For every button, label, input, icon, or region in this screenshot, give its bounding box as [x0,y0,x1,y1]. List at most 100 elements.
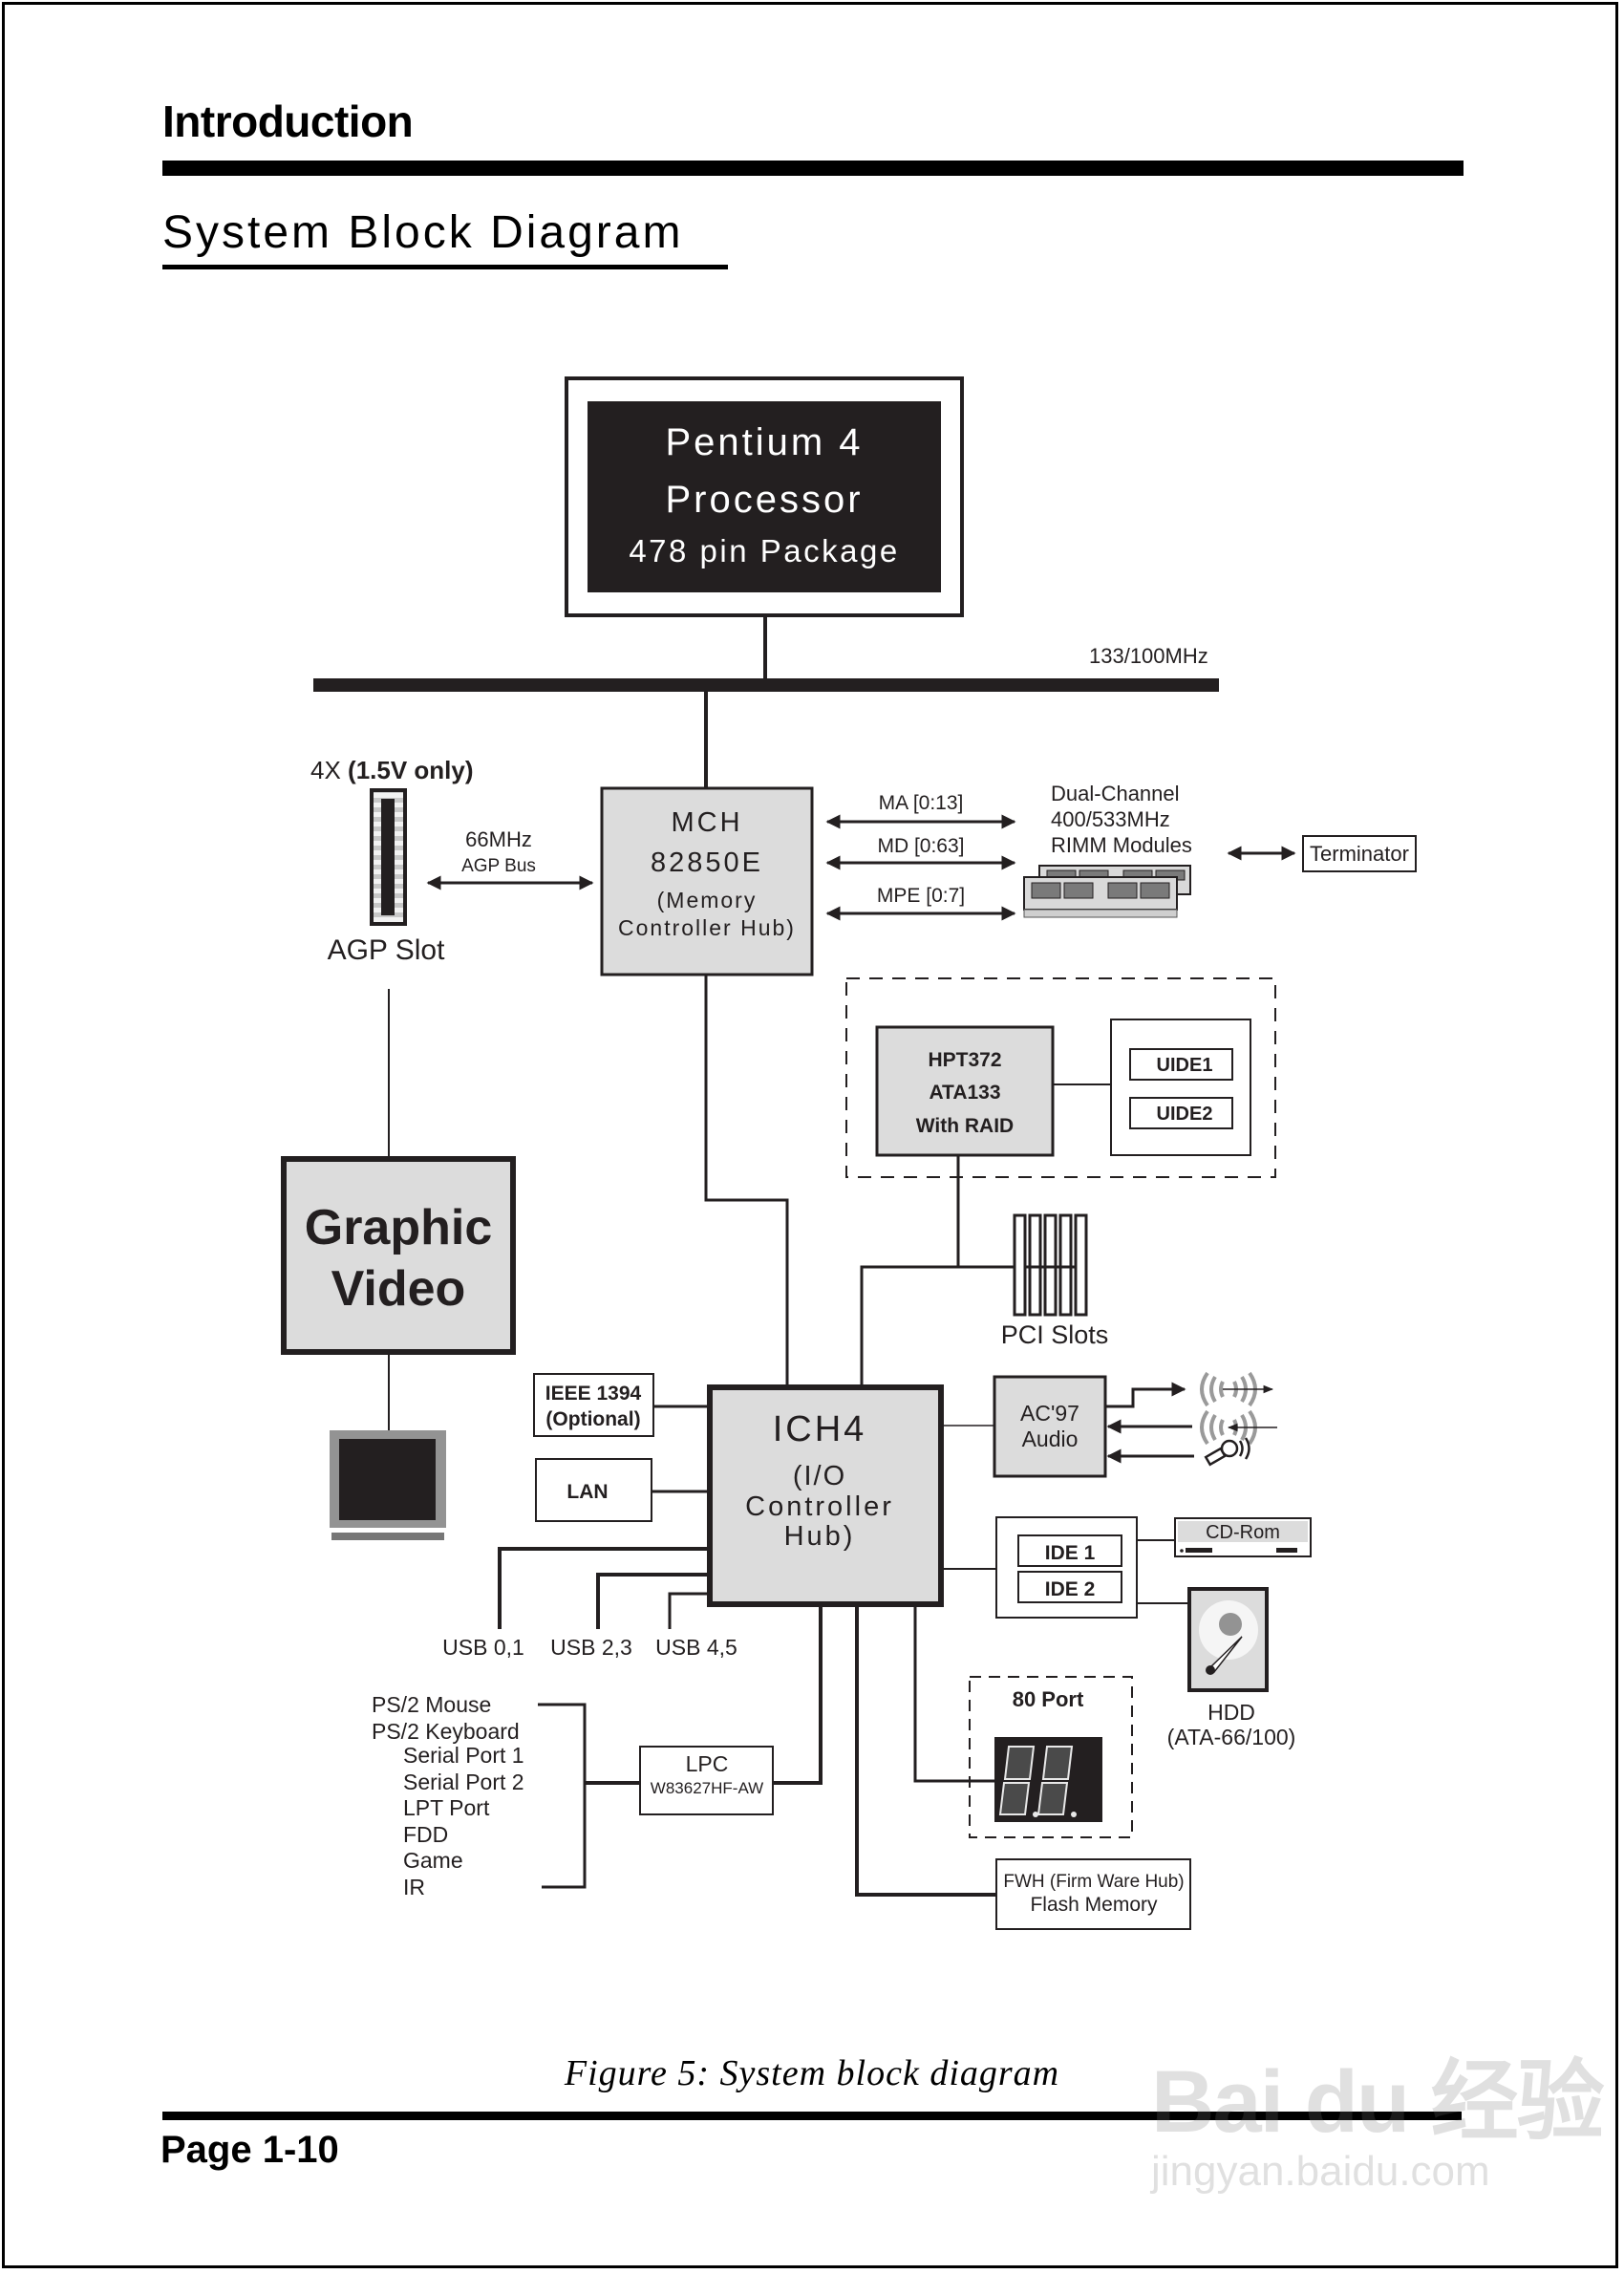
fsb-speed-label: 133/100MHz [1089,644,1208,668]
lan-block [535,1458,652,1522]
rimm-label-2: 400/533MHz [1051,807,1170,831]
legacy-io-item: PS/2 Keyboard [372,1719,520,1744]
figure-caption: Figure 5: System block diagram [564,2053,1060,2093]
mch-block: MCH 82850E (Memory Controller Hub) [600,786,814,976]
memory-buses: MA [0:13] MD [0:63] MPE [0:7] [825,792,1016,921]
usb-label: USB 2,3 [550,1635,632,1660]
ich4-desc-1: (I/O [793,1461,846,1491]
page-number: Page 1-10 [160,2129,339,2171]
watermark-url: jingyan.baidu.com [1151,2148,1490,2195]
legacy-io-item: Serial Port 2 [403,1770,524,1794]
memory-bus-label: MD [0:63] [877,835,964,857]
monitor-icon [330,1430,446,1540]
cdrom-icon [1174,1517,1312,1557]
audio-label-2: Audio [1022,1427,1079,1451]
rimm-modules-icon [1023,865,1191,918]
fwh-block [995,1858,1191,1930]
hdd-label: HDD [1207,1700,1255,1725]
lan-label: LAN [566,1481,608,1503]
terminator-label: Terminator [1310,842,1409,866]
agp-slot-label: AGP Slot [328,934,446,966]
line-out-arrow [1105,1382,1186,1408]
lpc-ich-link [773,1605,823,1785]
raid-optional-group [845,977,1276,1178]
memory-bus-label: MA [0:13] [879,792,964,814]
legacy-io-item: LPT Port [403,1795,490,1820]
uide1-connector [1129,1048,1233,1081]
agp-slot-icon [370,788,407,926]
legacy-io-item: IR [403,1875,425,1899]
ich4-block: ICH4 (I/O Controller Hub) [707,1384,944,1607]
rimm-label-3: RIMM Modules [1051,833,1192,857]
ieee1394-block [533,1373,654,1437]
mch-title: MCH [671,807,742,838]
uide2-label: UIDE2 [1157,1104,1213,1125]
mch-ich-link [704,975,789,1385]
uide1-label: UIDE1 [1157,1055,1213,1076]
cpu-block: Pentium 4 Processor 478 pin Package [565,376,964,617]
graphic-video-block: Graphic Video [281,1156,516,1355]
mch-model: 82850E [651,847,763,878]
pci-slots-label: PCI Slots [1001,1320,1109,1349]
hdd-spec: (ATA-66/100) [1167,1725,1296,1749]
section-title: System Block Diagram [162,207,684,258]
section-title-underline [162,265,728,269]
lpc-chip: W83627HF-AW [651,1779,763,1797]
uide-connector-group [1110,1019,1251,1156]
front-side-bus [313,678,1219,692]
footer-rule [162,2112,1462,2120]
hdd-icon [1187,1587,1269,1692]
raid-interface: ATA133 [929,1082,1000,1104]
ide2-connector [1017,1571,1122,1603]
mch-desc-1: (Memory [657,888,758,912]
ich-pci-link [860,1265,1015,1385]
terminator-block [1302,835,1417,872]
pci-slots-icon [1013,1213,1088,1317]
ide1-label: IDE 1 [1045,1542,1096,1564]
usb23-link [596,1573,708,1629]
baidu-watermark: Bai du 经验 jingyan.baidu.com [1151,2030,1605,2196]
legacy-io-item: FDD [403,1822,448,1847]
raid-feature: With RAID [916,1115,1014,1137]
speaker-out-icon [1200,1371,1274,1407]
video-label: Video [331,1261,466,1317]
raid-controller-block: HPT372 ATA133 With RAID [875,1025,1055,1157]
port80-ich-link [913,1605,995,1783]
cpu-package: 478 pin Package [629,533,899,568]
cdrom-label: CD-Rom [1206,1522,1280,1543]
legacy-io-item: PS/2 Mouse [372,1692,491,1717]
speaker-in-icon [1200,1409,1277,1446]
usb45-link [668,1592,708,1629]
cpu-type: Processor [665,479,863,521]
cpu-name: Pentium 4 [665,421,863,463]
ieee1394-label: IEEE 1394 [545,1383,642,1405]
raid-chip: HPT372 [928,1049,1001,1071]
agp-mode-label: 4X (1.5V only) [310,756,474,784]
ich4-desc-2: Controller [745,1491,894,1522]
fwh-desc: Flash Memory [1030,1894,1158,1916]
usb-label: USB 4,5 [655,1635,737,1660]
seven-segment-display-icon [994,1737,1102,1822]
legacy-io-list: PS/2 Mouse PS/2 Keyboard Serial Port 1 S… [372,1692,524,1899]
fwh-label: FWH (Firm Ware Hub) [1003,1872,1184,1892]
chapter-title: Introduction [162,97,414,146]
agp-bus-name: AGP Bus [461,856,536,876]
rimm-label-1: Dual-Channel [1051,782,1180,805]
header-rule [162,161,1464,176]
port80-label: 80 Port [1013,1687,1084,1711]
fwh-ich-link [855,1605,996,1897]
agp-bus-speed: 66MHz [465,827,532,851]
watermark-brand: Bai du 经验 [1151,2053,1605,2151]
microphone-icon [1204,1437,1250,1467]
legacy-io-item: Game [403,1848,463,1873]
lpc-label: LPC [686,1751,729,1776]
ide2-label: IDE 2 [1045,1578,1096,1600]
ich4-desc-3: Hub) [784,1521,856,1552]
port80-group [969,1676,1133,1838]
ide1-connector [1017,1534,1122,1567]
graphic-label: Graphic [305,1200,493,1255]
ac97-audio-block: AC'97 Audio [993,1375,1107,1478]
uide2-connector [1129,1097,1233,1129]
